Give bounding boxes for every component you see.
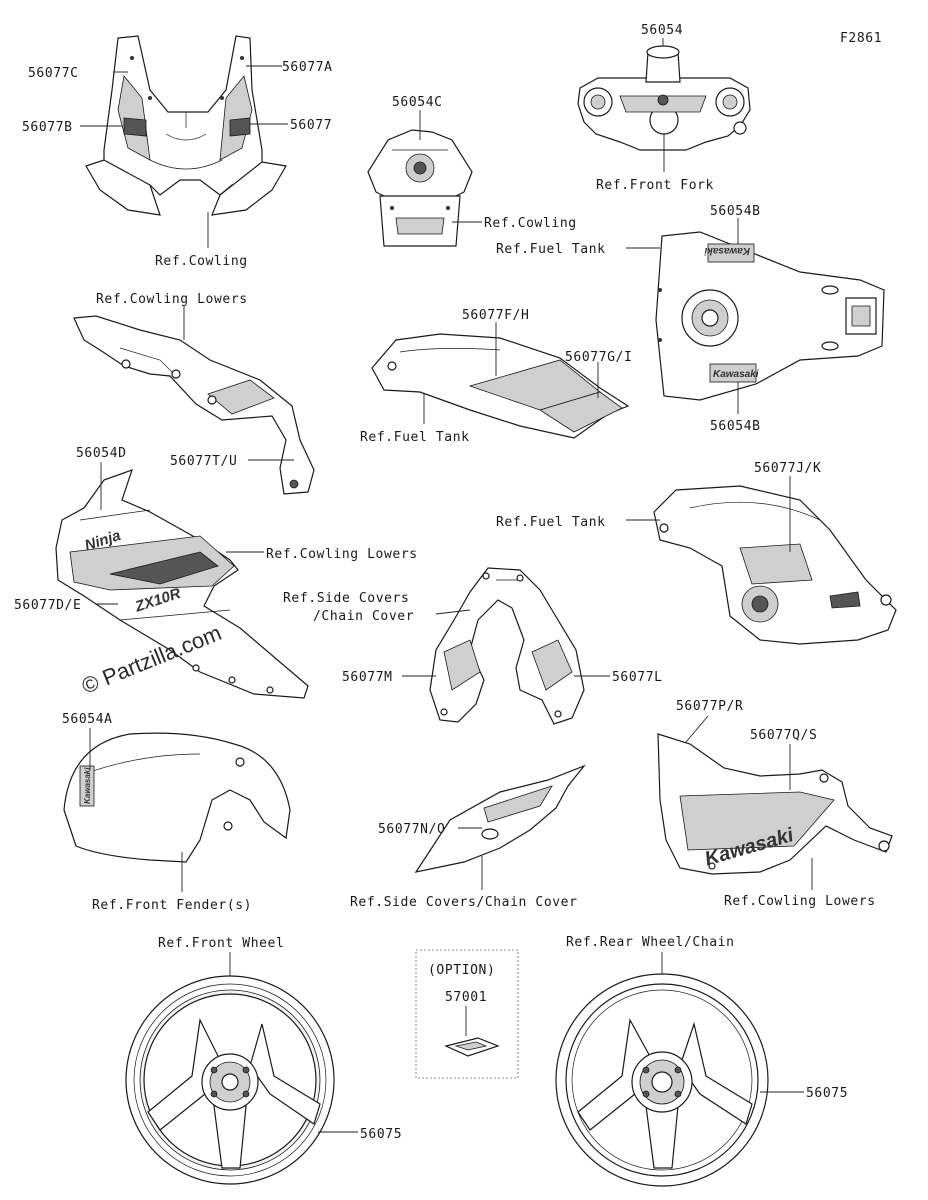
label-ref-rear-wheel: Ref.Rear Wheel/Chain [566,935,735,950]
front-wheel-part [125,975,335,1185]
label-ref-fuel-tank-1: Ref.Fuel Tank [496,242,606,257]
label-56077GI: 56077G/I [565,350,632,365]
label-56077QS: 56077Q/S [750,728,817,743]
label-56077NO: 56077N/O [378,822,445,837]
fuel-tank-top-part: Kawasaki Kawasaki [655,231,885,401]
figure-code: F2861 [840,31,882,46]
label-ref-front-fork: Ref.Front Fork [596,178,714,193]
label-56054C: 56054C [392,95,443,110]
label-56054D: 56054D [76,446,127,461]
label-ref-cowling-lowers-1: Ref.Cowling Lowers [96,292,248,307]
label-ref-fuel-tank-2: Ref.Fuel Tank [360,430,470,445]
label-option: (OPTION) [428,963,495,978]
label-56075-right: 56075 [806,1086,848,1101]
label-56054: 56054 [641,23,683,38]
label-56077TU: 56077T/U [170,454,237,469]
option-box: (OPTION) 57001 [415,949,519,1079]
top-bridge-part [577,45,751,151]
label-56077L: 56077L [612,670,663,685]
label-56054A: 56054A [62,712,113,727]
label-56077JK: 56077J/K [754,461,821,476]
label-ref-front-fender: Ref.Front Fender(s) [92,898,252,913]
label-ref-side-covers-chain: Ref.Side Covers/Chain Cover [350,895,578,910]
label-ref-cowling-lowers-2: Ref.Cowling Lowers [266,547,418,562]
label-ref-cowling-lowers-3: Ref.Cowling Lowers [724,894,876,909]
tank-side-stripe-part [371,333,630,439]
label-56077C: 56077C [28,66,79,81]
upper-cowl-part [85,35,287,216]
chain-cover-part [414,764,586,873]
label-56075-left: 56075 [360,1127,402,1142]
front-fender-part: Kawasaki [63,732,291,863]
tank-knee-pad-part [653,485,897,645]
label-56054B-bottom: 56054B [710,419,761,434]
label-56077FH: 56077F/H [462,308,529,323]
label-57001: 57001 [445,990,487,1005]
label-56077: 56077 [290,118,332,133]
label-56077B: 56077B [22,120,73,135]
label-56077A: 56077A [282,60,333,75]
label-56077M: 56077M [342,670,393,685]
label-ref-side-covers-b: /Chain Cover [313,609,414,624]
meter-cover-part [367,129,473,247]
label-ref-cowling-left: Ref.Cowling [155,254,248,269]
tank-decal-kawasaki-upper: Kawasaki [704,245,750,256]
fender-decal-kawasaki: Kawasaki [83,767,92,804]
label-ref-front-wheel: Ref.Front Wheel [158,936,284,951]
side-covers-part [429,567,585,725]
tank-decal-kawasaki-lower: Kawasaki [713,369,759,380]
side-fairing-part: Ninja ZX10R [55,469,309,699]
label-56077DE: 56077D/E [14,598,81,613]
lower-cowl-part: Kawasaki [657,733,893,875]
rear-wheel-part [555,973,769,1187]
inner-cowling-lower-part [73,315,315,495]
label-ref-side-covers-a: Ref.Side Covers [283,591,409,606]
label-ref-cowling-mid: Ref.Cowling [484,216,577,231]
label-ref-fuel-tank-3: Ref.Fuel Tank [496,515,606,530]
label-56077PR: 56077P/R [676,699,743,714]
label-56054B-top: 56054B [710,204,761,219]
